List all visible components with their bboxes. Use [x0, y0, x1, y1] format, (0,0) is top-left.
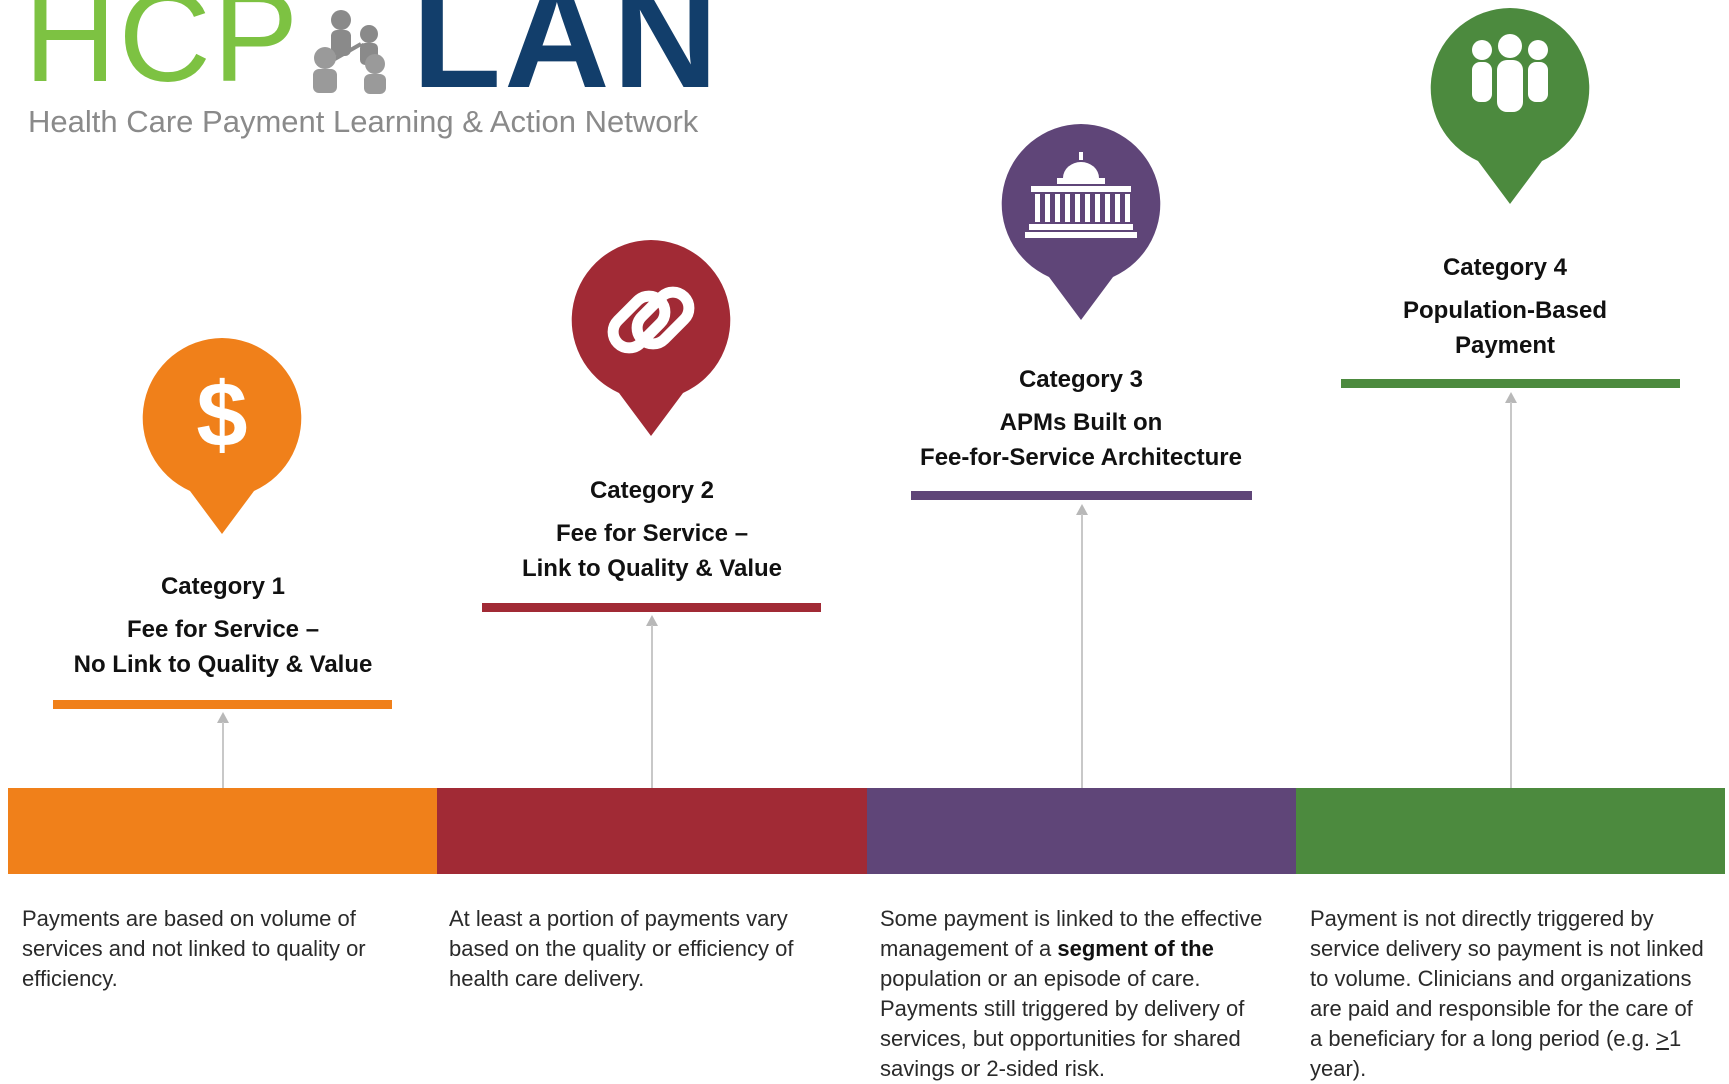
chain-link-icon — [607, 286, 695, 354]
category-2-title: Category 2 — [589, 477, 715, 504]
category-3-description: Some payment is linked to the effective … — [880, 906, 1263, 1081]
category-3-band — [867, 788, 1296, 874]
group-people-icon — [1472, 34, 1548, 112]
logo-lan-text: LAN — [412, 0, 722, 118]
category-4-arrowhead — [1505, 392, 1517, 403]
category-4-subtitle: Population-Based Payment — [1402, 297, 1607, 359]
people-network-icon — [303, 0, 395, 96]
category-2-arrowhead — [646, 615, 658, 626]
category-1-underline — [53, 700, 392, 709]
category-3-title: Category 3 — [1018, 366, 1144, 393]
category-2-pin — [571, 240, 731, 436]
category-2-heading: Category 2 Fee for Service – Link to Qua… — [472, 476, 832, 586]
category-4-underline — [1341, 379, 1680, 388]
category-4-title: Category 4 — [1442, 254, 1568, 281]
category-2-description: At least a portion of payments vary base… — [449, 906, 794, 991]
category-3-subtitle: APMs Built on Fee-for-Service Architectu… — [920, 409, 1242, 471]
category-4-pin — [1430, 8, 1590, 204]
category-1-band — [8, 788, 437, 874]
category-3-underline — [911, 491, 1252, 500]
dollar-icon: $ — [196, 364, 247, 466]
category-2-subtitle: Fee for Service – Link to Quality & Valu… — [521, 520, 783, 582]
category-4-heading: Category 4 Population-Based Payment — [1325, 253, 1685, 363]
category-1-subtitle: Fee for Service – No Link to Quality & V… — [73, 616, 373, 678]
category-2-band — [437, 788, 867, 874]
category-4-description: Payment is not directly triggered by ser… — [1310, 906, 1704, 1081]
svg-text:$: $ — [196, 364, 247, 466]
category-4-connector — [1510, 402, 1512, 788]
category-4-band — [1296, 788, 1725, 874]
category-2-underline — [482, 603, 821, 612]
category-2-connector — [651, 625, 653, 788]
category-1-description: Payments are based on volume of services… — [22, 906, 366, 991]
logo-hcp-text: HCP — [24, 0, 301, 109]
category-1-arrowhead — [217, 712, 229, 723]
category-1-title: Category 1 — [160, 573, 286, 600]
category-1-connector — [222, 722, 224, 788]
category-1-pin: $ — [142, 338, 302, 534]
category-3-arrowhead — [1076, 504, 1088, 515]
logo-subtitle: Health Care Payment Learning & Action Ne… — [28, 104, 699, 139]
category-3-pin — [1001, 124, 1161, 320]
category-3-heading: Category 3 APMs Built on Fee-for-Service… — [901, 365, 1261, 475]
government-building-icon — [1025, 152, 1137, 238]
category-1-heading: Category 1 Fee for Service – No Link to … — [43, 572, 403, 682]
category-3-connector — [1081, 514, 1083, 788]
